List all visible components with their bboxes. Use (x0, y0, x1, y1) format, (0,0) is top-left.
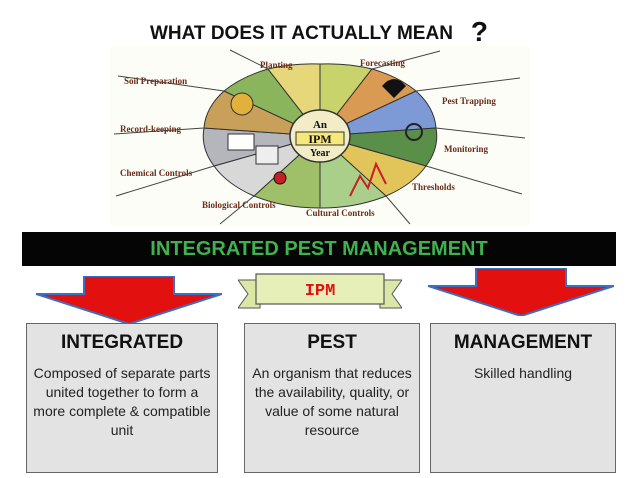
box-body: Skilled handling (473, 365, 573, 381)
segment-biological-controls: Biological Controls (202, 200, 276, 210)
slide-title: WHAT DOES IT ACTUALLY MEAN? (0, 14, 638, 47)
box-title: INTEGRATED (60, 332, 184, 353)
definition-box-management: MANAGEMENT Skilled handling (430, 323, 616, 473)
segment-record-keeping: Record-keeping (120, 124, 181, 134)
tractor-icon (230, 92, 254, 116)
calendar-icon (227, 133, 255, 151)
definition-box-pest: PEST An organism that reduces the availa… (244, 323, 420, 473)
segment-monitoring: Monitoring (444, 144, 488, 154)
center-line-3: Year (310, 148, 331, 159)
ribbon-label: IPM (305, 282, 336, 301)
definition-box-integrated: INTEGRATED Composed of separate parts un… (26, 323, 218, 473)
arrow-down-icon (428, 268, 614, 316)
segment-soil-preparation: Soil Preparation (124, 76, 187, 86)
center-line-1: An (313, 119, 327, 131)
segment-planting: Planting (260, 60, 293, 70)
wheel-decor (227, 79, 423, 197)
question-mark: ? (470, 16, 489, 47)
chemical-label-icon (255, 145, 279, 165)
title-text: WHAT DOES IT ACTUALLY MEAN (149, 23, 453, 44)
ipm-wheel-illustration: An IPM Year Planting Forecasting Pest Tr… (110, 46, 530, 226)
box-title: PEST (307, 332, 357, 353)
threshold-graph-icon (349, 161, 387, 197)
segment-pest-trapping: Pest Trapping (442, 96, 496, 106)
segment-cultural-controls: Cultural Controls (306, 208, 375, 218)
arrow-down-icon (36, 276, 222, 324)
center-line-2: IPM (308, 132, 331, 146)
box-body: An organism that reduces the availabilit… (252, 365, 412, 438)
box-title: MANAGEMENT (453, 332, 593, 353)
box-body: Composed of separate parts united togeth… (33, 365, 211, 438)
segment-forecasting: Forecasting (360, 58, 405, 68)
ipm-banner: INTEGRATED PEST MANAGEMENT (22, 232, 616, 266)
wheel-spokes (113, 49, 526, 225)
segment-chemical-controls: Chemical Controls (120, 168, 193, 178)
ipm-wheel-svg: An IPM Year Planting Forecasting Pest Tr… (113, 49, 526, 225)
segment-thresholds: Thresholds (412, 182, 455, 192)
rooster-icon (382, 79, 406, 98)
magnifier-icon (405, 123, 423, 141)
ipm-ribbon: IPM (238, 273, 402, 309)
ladybug-icon (273, 171, 287, 185)
